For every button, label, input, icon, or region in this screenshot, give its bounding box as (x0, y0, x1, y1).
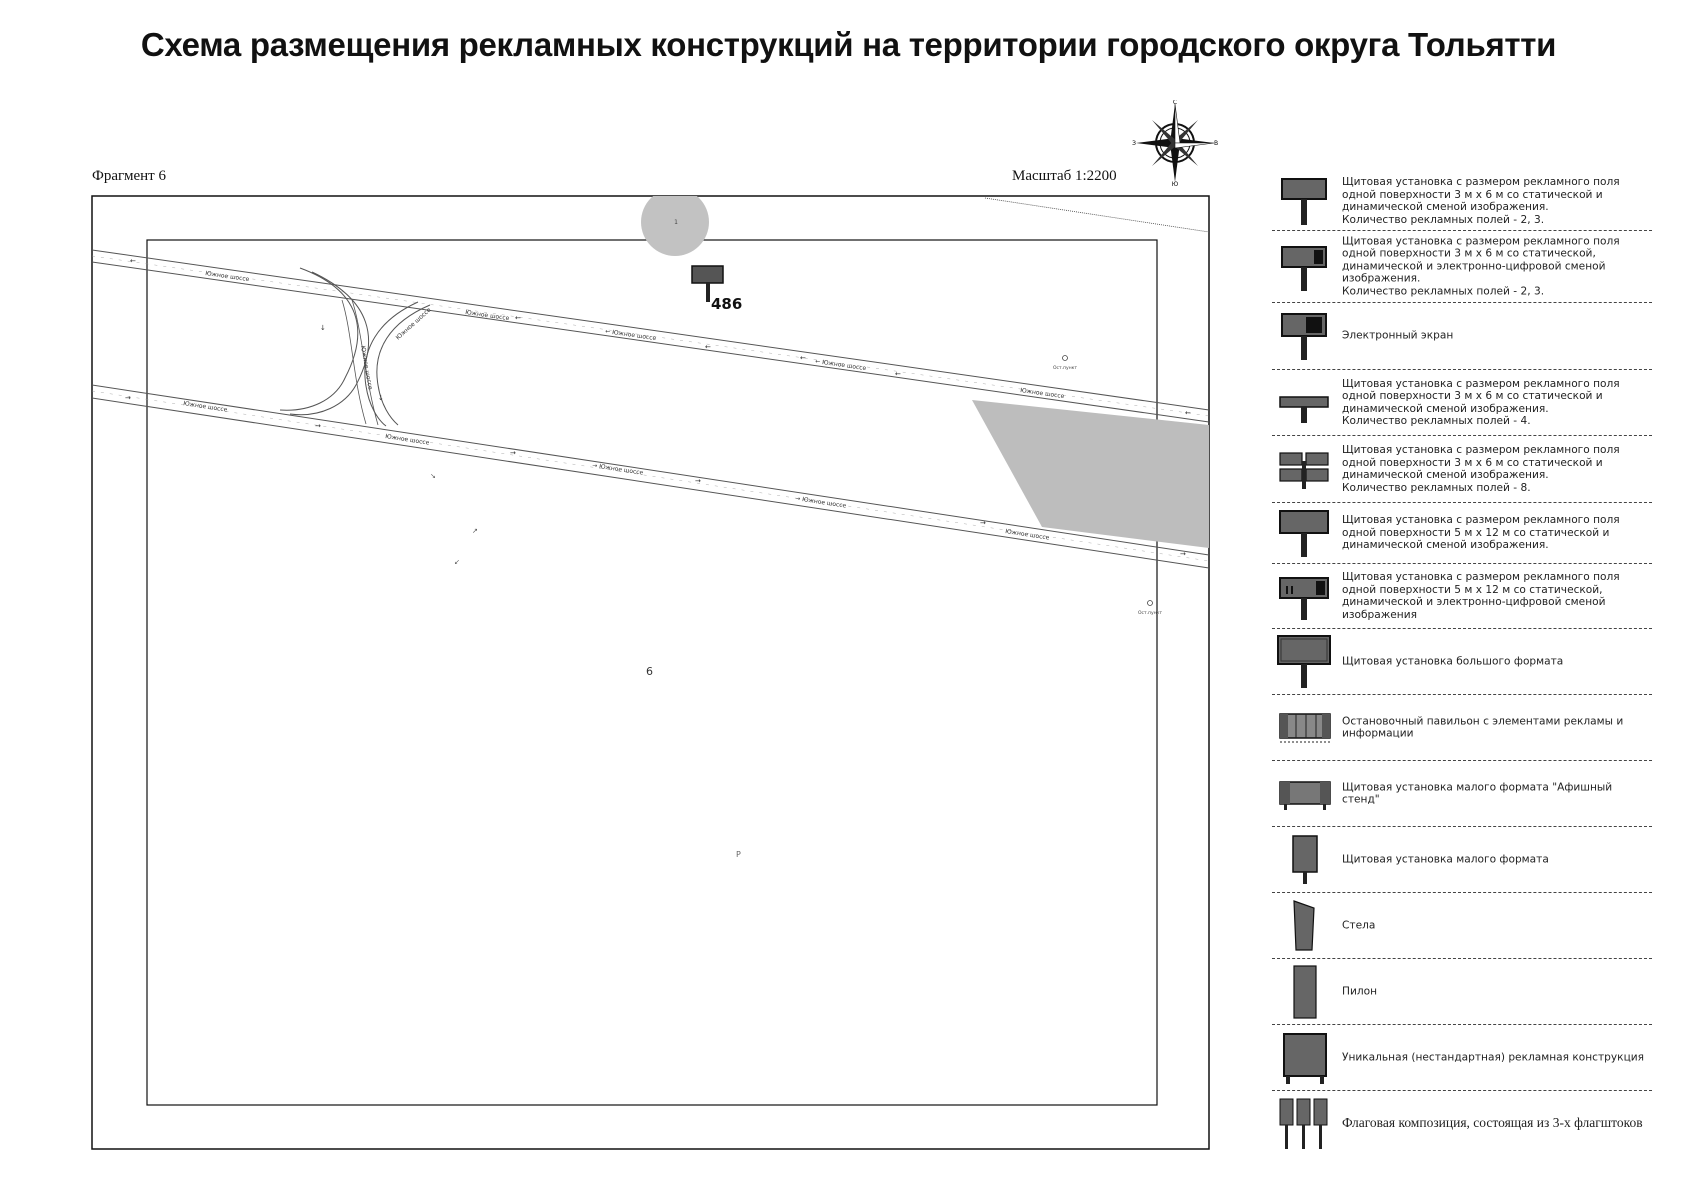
small-format-billboard-icon (1292, 834, 1318, 884)
svg-text:←: ← (800, 354, 806, 362)
compass-south-label: Ю (1172, 181, 1179, 186)
svg-text:←: ← (1185, 409, 1191, 417)
svg-text:→: → (510, 449, 516, 457)
svg-text:→: → (1180, 550, 1186, 558)
road-upper (92, 249, 1209, 423)
svg-text:←: ← (895, 370, 901, 378)
legend-text: Щитовая установка малого формата (1342, 853, 1549, 866)
svg-text:Ост.пункт: Ост.пункт (1138, 610, 1162, 616)
legend-item-electronic-screen: Электронный экран (1272, 303, 1652, 370)
legend-text: Щитовая установка с размером рекламного … (1342, 570, 1620, 621)
legend-item-poster-stand: Щитовая установка малого формата "Афишны… (1272, 761, 1652, 827)
legend-text: Электронный экран (1342, 329, 1454, 342)
direction-arrows: ← ← ← ← ← ← → → → → → → ↓ ↓ (125, 257, 1191, 558)
legend-item-stele: Стела (1272, 893, 1652, 959)
billboard-8-fields-icon (1279, 452, 1329, 489)
road-interchange (279, 267, 431, 427)
location-circle (641, 196, 709, 256)
bus-stop-pavilion-icon (1279, 712, 1331, 742)
stop-marker-1: Ост.пункт (1053, 355, 1077, 371)
parking-label: Р (736, 850, 741, 859)
legend-item-billboard-3x6: Щитовая установка с размером рекламного … (1272, 172, 1652, 231)
unique-structure-icon (1283, 1032, 1327, 1084)
map-outer-frame (91, 195, 1210, 1150)
svg-text:→: → (125, 394, 131, 402)
svg-text:↓: ↓ (320, 324, 326, 332)
legend-item-billboard-4-fields: Щитовая установка с размером рекламного … (1272, 370, 1652, 436)
svg-text:→: → (315, 422, 321, 430)
legend-item-billboard-5x12: Щитовая установка с размером рекламного … (1272, 503, 1652, 564)
road-lower (92, 384, 1209, 569)
legend-item-pylon: Пилон (1272, 959, 1652, 1025)
svg-text:Ост.пункт: Ост.пункт (1053, 365, 1077, 371)
billboard-5x12-icon (1279, 510, 1329, 557)
legend-text: Щитовая установка с размером рекламного … (1342, 377, 1620, 428)
compass-east-label: В (1214, 140, 1218, 147)
legend-text: Стела (1342, 919, 1376, 932)
compass-north-label: С (1173, 100, 1177, 106)
legend-text: Щитовая установка малого формата "Афишны… (1342, 780, 1613, 806)
legend-text: Уникальная (нестандартная) рекламная кон… (1342, 1051, 1645, 1064)
stele-icon (1293, 899, 1315, 951)
road-label: → Южное шоссе (795, 495, 847, 510)
flag-composition-icon (1279, 1098, 1328, 1149)
billboard-3x6-digital-icon (1281, 245, 1327, 291)
svg-text:←: ← (130, 257, 136, 265)
svg-text:↗: ↗ (472, 527, 478, 535)
billboard-5x12-digital-icon (1279, 577, 1329, 620)
fragment-label: Фрагмент 6 (92, 168, 166, 184)
legend-item-large-format: Щитовая установка большого формата (1272, 629, 1652, 695)
electronic-screen-icon (1281, 313, 1327, 360)
poster-stand-icon (1279, 780, 1331, 810)
svg-text:↓: ↓ (378, 394, 384, 402)
legend-item-billboard-5x12-digital: Щитовая установка с размером рекламного … (1272, 564, 1652, 629)
legend-text: Щитовая установка с размером рекламного … (1342, 235, 1620, 298)
pylon-icon (1293, 964, 1317, 1019)
road-label: Южное шоссе (359, 345, 374, 390)
stop-marker-2: Ост.пункт (1138, 600, 1162, 616)
legend-text: Щитовая установка с размером рекламного … (1342, 514, 1620, 552)
road-label: → Южное шоссе (592, 462, 644, 477)
svg-text:→: → (980, 519, 986, 527)
svg-text:←: ← (705, 343, 711, 351)
page-title: Схема размещения рекламных конструкций н… (140, 26, 1557, 63)
legend-text: Пилон (1342, 985, 1378, 998)
svg-text:↙: ↙ (454, 558, 460, 566)
road-label: Южное шоссе (465, 309, 510, 322)
legend-item-billboard-8-fields: Щитовая установка с размером рекламного … (1272, 436, 1652, 503)
area-label: 6 (646, 665, 653, 678)
legend-item-bus-stop-pavilion: Остановочный павильон с элементами рекла… (1272, 695, 1652, 761)
svg-text:←: ← (515, 314, 521, 322)
legend-text: Остановочный павильон с элементами рекла… (1342, 714, 1624, 740)
location-circle-label: 1 (674, 219, 678, 226)
compass-west-label: З (1132, 140, 1136, 147)
land-parcel (972, 400, 1209, 548)
legend-item-unique-structure: Уникальная (нестандартная) рекламная кон… (1272, 1025, 1652, 1091)
legend-text: Флаговая композиция, состоящая из 3-х фл… (1342, 1115, 1643, 1130)
legend: Щитовая установка с размером рекламного … (1272, 172, 1652, 1155)
legend-item-small-format: Щитовая установка малого формата (1272, 827, 1652, 893)
legend-text: Щитовая установка с размером рекламного … (1342, 175, 1620, 226)
billboard-4-fields-icon (1279, 395, 1329, 423)
billboard-marker[interactable] (691, 265, 724, 302)
svg-text:→: → (695, 477, 701, 485)
legend-item-billboard-3x6-digital: Щитовая установка с размером рекламного … (1272, 231, 1652, 303)
large-format-billboard-icon (1277, 634, 1331, 688)
legend-text: Щитовая установка с размером рекламного … (1342, 443, 1620, 494)
boundary-line (984, 197, 1209, 233)
compass-rose-icon: С Ю З В (1132, 100, 1218, 186)
billboard-3x6-icon (1281, 178, 1327, 225)
legend-item-flag-composition: Флаговая композиция, состоящая из 3-х фл… (1272, 1091, 1652, 1155)
scale-label: Масштаб 1:2200 (1012, 168, 1117, 184)
billboard-number: 486 (711, 295, 742, 313)
legend-text: Щитовая установка большого формата (1342, 655, 1564, 668)
svg-text:↘: ↘ (430, 472, 436, 480)
